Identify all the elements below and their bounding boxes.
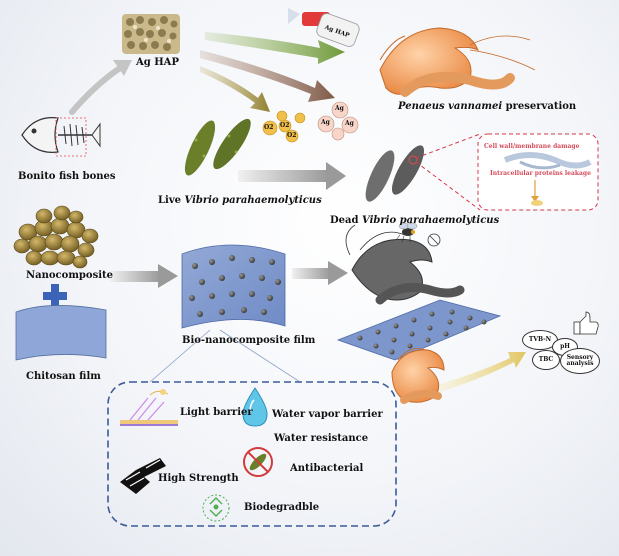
particle-label-o2-2: O2 bbox=[280, 122, 290, 129]
protein-leakage-label: Intracellular proteins leakage bbox=[490, 170, 591, 177]
preservation-word: preservation bbox=[505, 101, 577, 112]
wrapped-shrimp bbox=[336, 224, 502, 361]
film-properties-box bbox=[107, 381, 397, 527]
fish-bone-icon bbox=[21, 117, 101, 157]
aghap-label: Ag HAP bbox=[136, 57, 179, 68]
water-drop-icon bbox=[242, 387, 268, 427]
live-species: Vibrio parahaemolyticus bbox=[184, 195, 322, 206]
shrimp-bottom bbox=[391, 347, 445, 404]
arrow-film-to-shrimp bbox=[292, 261, 348, 285]
spray-bottle-icon bbox=[288, 8, 360, 47]
prohibited-circle bbox=[427, 233, 441, 247]
dead-word: Dead bbox=[330, 215, 359, 226]
bubble-sensory: Sensory analysis bbox=[560, 348, 600, 374]
arrow-to-quality bbox=[440, 352, 526, 392]
zoom-lines bbox=[415, 133, 481, 211]
high-strength-label: High Strength bbox=[158, 473, 239, 484]
shrimp-preservation-label: Penaeus vannamei preservation bbox=[398, 102, 576, 112]
particle-label-ag-2: Ag bbox=[321, 119, 330, 126]
antibacterial-icon bbox=[243, 447, 273, 477]
film-zoom-lines bbox=[149, 329, 301, 383]
particle-label-o2-3: O2 bbox=[287, 132, 297, 139]
live-vibrio-label: Live Vibrio parahaemolyticus bbox=[158, 196, 322, 206]
arrow-fish-to-aghap bbox=[69, 60, 132, 115]
light-barrier-icon bbox=[120, 389, 178, 426]
plus-icon bbox=[43, 284, 67, 308]
particle-label-ag-3: Ag bbox=[345, 120, 354, 127]
water-resistance-label: Water resistance bbox=[274, 433, 369, 444]
membrane-graphic bbox=[503, 152, 592, 206]
particle-label-o2-1: O2 bbox=[264, 124, 274, 131]
shrimp-top bbox=[379, 27, 536, 97]
live-bacteria-icon bbox=[184, 118, 251, 176]
thumbs-up-icon bbox=[573, 311, 599, 335]
recycle-icon bbox=[202, 494, 230, 522]
live-word: Live bbox=[158, 195, 182, 206]
high-strength-icon bbox=[120, 458, 166, 494]
biodegradable-label: Biodegradble bbox=[244, 502, 320, 513]
dead-species: Vibrio parahaemolyticus bbox=[362, 215, 500, 226]
nanocomposite-label: Nanocomposite bbox=[26, 270, 113, 281]
fly-icon bbox=[395, 222, 418, 243]
species-name: Penaeus vannamei bbox=[398, 101, 503, 112]
arrow-brown bbox=[200, 50, 335, 102]
water-vapor-barrier-label: Water vapor barrier bbox=[272, 409, 383, 420]
damage-detail-box bbox=[477, 133, 599, 211]
dead-vibrio-label: Dead Vibrio parahaemolyticus bbox=[330, 216, 499, 226]
cell-wall-damage-label: Cell wall/membrane damage bbox=[484, 143, 580, 150]
antibacterial-label: Antibacterial bbox=[290, 463, 364, 474]
particle-label-ag-1: Ag bbox=[335, 105, 344, 112]
light-barrier-label: Light barrier bbox=[180, 407, 253, 418]
arrow-nano-to-film bbox=[110, 264, 178, 288]
arrow-live-to-dead bbox=[238, 162, 346, 190]
bio-nanocomposite-label: Bio-nanocomposite film bbox=[182, 335, 316, 346]
arrow-olive bbox=[200, 66, 270, 112]
fish-bones-label: Bonito fish bones bbox=[18, 171, 116, 182]
dead-bacteria-icon bbox=[365, 145, 425, 202]
nanocomposite-particles bbox=[13, 205, 99, 269]
arrow-green bbox=[205, 32, 345, 64]
bio-nanocomposite-film-sheet bbox=[181, 244, 286, 329]
chitosan-film-label: Chitosan film bbox=[26, 371, 101, 382]
bubble-tbc: TBC bbox=[532, 350, 560, 370]
aghap-powder bbox=[122, 14, 180, 54]
chitosan-film-sheet bbox=[15, 305, 107, 361]
silver-ion-particles bbox=[262, 101, 359, 143]
